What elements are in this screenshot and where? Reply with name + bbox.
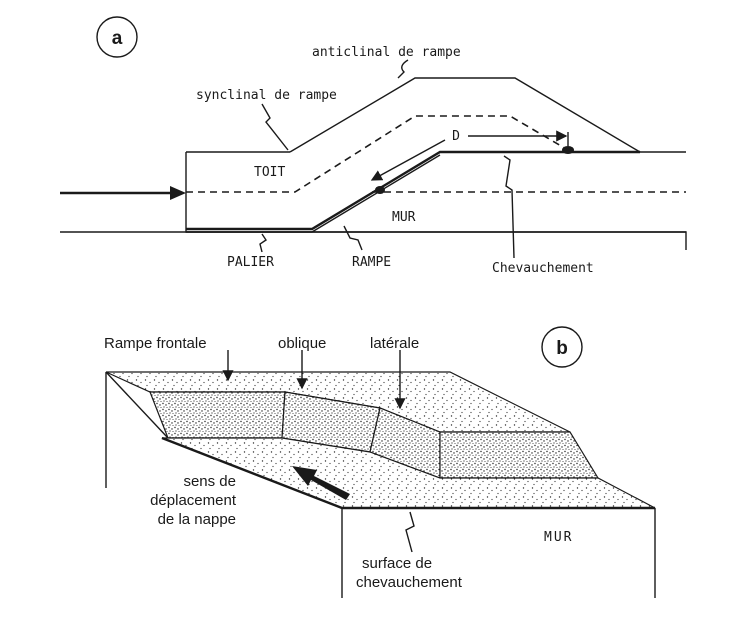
label-chevauchement: Chevauchement — [492, 261, 594, 276]
marker-dot-right — [562, 146, 574, 154]
leader-rampe — [343, 225, 363, 251]
label-mur: MUR — [392, 210, 416, 225]
label-toit: TOIT — [254, 165, 285, 180]
push-arrow-head — [170, 186, 186, 200]
leader-anticlinal — [397, 59, 409, 79]
thrust-surface-lower — [186, 154, 441, 233]
panel-a: a D anticlinal de rampe — [60, 16, 687, 276]
leader-surface — [405, 511, 415, 553]
label-surface-2: chevauchement — [356, 574, 463, 591]
panel-a-badge: a — [96, 16, 138, 58]
panel-a-badge-label: a — [112, 28, 123, 49]
label-mur-b: MUR — [544, 530, 573, 545]
marker-dot-left — [375, 186, 385, 194]
label-rampe: RAMPE — [352, 255, 391, 270]
label-d: D — [452, 129, 460, 144]
label-sens-1: sens de — [183, 473, 236, 490]
label-oblique: oblique — [278, 335, 326, 352]
label-rampe-frontale: Rampe frontale — [104, 335, 207, 352]
label-laterale: latérale — [370, 335, 419, 352]
panel-b: b Rampe frontale oblique latérale sens d… — [104, 326, 656, 598]
ramp-right-face — [439, 431, 600, 479]
horizon-hanging — [186, 115, 569, 193]
panel-b-badge: b — [541, 326, 583, 368]
panel-b-badge-label: b — [556, 338, 568, 359]
label-surface-1: surface de — [362, 555, 432, 572]
leader-synclinal — [261, 103, 289, 151]
label-palier: PALIER — [227, 255, 274, 270]
label-synclinal: synclinal de rampe — [196, 88, 337, 103]
leader-chevauchement — [503, 155, 515, 259]
displacement-arrow — [292, 466, 350, 500]
label-sens-2: déplacement — [150, 492, 237, 509]
label-sens-3: de la nappe — [158, 511, 236, 528]
label-anticlinal: anticlinal de rampe — [312, 45, 461, 60]
d-arrow-left — [370, 139, 446, 181]
block-left-top — [105, 371, 169, 439]
leader-palier — [259, 233, 267, 253]
sheet-top — [289, 77, 641, 153]
ramp-frontale-face — [149, 391, 286, 439]
